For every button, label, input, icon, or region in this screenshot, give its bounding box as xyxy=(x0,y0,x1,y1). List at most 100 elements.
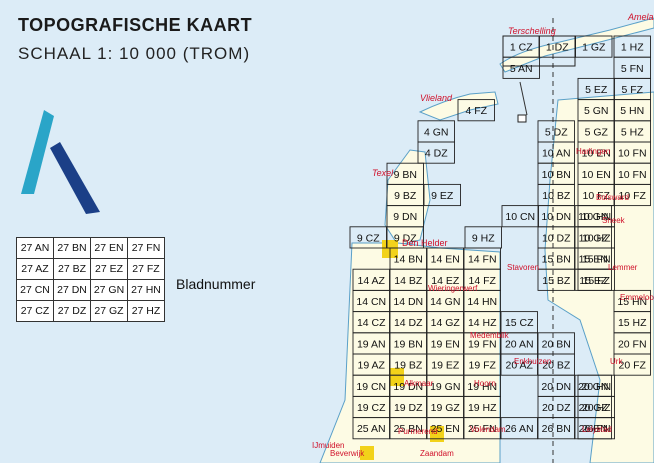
map-tile[interactable] xyxy=(500,417,538,440)
map-tile-label: 25 AN xyxy=(357,423,386,435)
map-tile-label: 20 AN xyxy=(505,338,534,350)
place-label: Wieringerwerf xyxy=(428,284,478,293)
map-tile[interactable] xyxy=(417,141,455,164)
place-label: Bolsward xyxy=(596,193,629,202)
map-tile-label: 19 CZ xyxy=(357,402,386,414)
place-label: Lelystad xyxy=(582,425,612,434)
map-tile[interactable] xyxy=(389,417,427,440)
map-tile-label: 19 HZ xyxy=(468,402,497,414)
legend-cell: 27 EZ xyxy=(90,258,128,280)
map-tile-label: 9 DN xyxy=(393,211,417,223)
small-island-marker xyxy=(517,114,527,123)
map-tile-label: 14 FZ xyxy=(469,275,497,287)
map-tile[interactable] xyxy=(537,268,575,291)
map-tile-label: 20 GZ xyxy=(579,402,609,414)
map-tile-label: 20 FN xyxy=(618,338,647,350)
map-tile-label: 20 BN xyxy=(542,338,571,350)
legend-cell: 27 EN xyxy=(90,237,128,259)
place-label: Lemmer xyxy=(608,263,638,272)
map-tile[interactable] xyxy=(575,35,613,58)
map-tile[interactable] xyxy=(457,99,495,122)
place-label: Harlingen xyxy=(576,147,610,156)
map-tile-label: 5 AN xyxy=(510,63,533,75)
map-tile-label: 14 BZ xyxy=(394,275,423,287)
logo-teal-stroke xyxy=(21,110,54,194)
place-label: Urk xyxy=(610,357,623,366)
map-tile-label: 10 EN xyxy=(582,148,611,160)
map-tile-label: 25 EN xyxy=(431,423,460,435)
map-tile-label: 5 HN xyxy=(620,105,644,117)
map-tile-label: 10 GZ xyxy=(579,232,609,244)
map-tile-label: 19 AN xyxy=(357,338,386,350)
map-tile-label: 5 EZ xyxy=(585,84,608,96)
logo-blue-stroke xyxy=(50,142,100,214)
place-names: Terschelling Ameland Vlieland Texel Den … xyxy=(312,12,654,458)
legend-cell: 27 CN xyxy=(16,279,54,301)
map-tile-label: 20 DZ xyxy=(542,402,571,414)
map-tile-label: 5 GZ xyxy=(585,126,609,138)
map-tile-label: 9 EZ xyxy=(431,190,454,202)
map-tile-label: 9 HZ xyxy=(472,232,495,244)
map-tile-label: 10 EN xyxy=(582,169,611,181)
map-tile-label: 14 CN xyxy=(356,296,386,308)
place-label: Beverwijk xyxy=(330,449,365,458)
map-tile[interactable] xyxy=(613,183,651,207)
place-label: Terschelling xyxy=(508,26,556,36)
map-tile[interactable] xyxy=(349,226,387,249)
map-tile-label: 19 CN xyxy=(356,381,386,393)
map-tile[interactable] xyxy=(537,417,575,440)
legend-cell: 27 AZ xyxy=(16,258,54,280)
map-tile[interactable] xyxy=(426,417,464,440)
map-tile-label: 26 EN xyxy=(579,423,608,435)
map-tile-label: 1 HZ xyxy=(621,42,644,54)
map-tile-label: 20 HN xyxy=(581,381,611,393)
map-tile-label: 20 BZ xyxy=(542,360,571,372)
map-tile-label: 19 DZ xyxy=(394,402,423,414)
map-tile-label: 1 DZ xyxy=(546,42,569,54)
map-tile[interactable] xyxy=(577,417,615,440)
map-tile-label: 19 GN xyxy=(430,381,460,393)
map-tile-label: 19 GZ xyxy=(431,402,461,414)
place-label: Den Helder xyxy=(402,238,448,248)
map-tile-label: 10 FN xyxy=(618,169,647,181)
map-tile[interactable] xyxy=(463,417,501,440)
place-label: Ameland xyxy=(627,12,654,22)
map-tile-label: 10 BZ xyxy=(542,190,571,202)
map-tile-label: 14 GZ xyxy=(431,317,461,329)
map-tile[interactable] xyxy=(501,205,539,228)
map-tile-label: 4 GN xyxy=(424,126,449,138)
map-tile-label: 15 EZ xyxy=(579,275,608,287)
place-label: Enkhuizen xyxy=(514,357,551,366)
place-label: Sneek xyxy=(602,216,626,225)
map-tile-label: 15 FZ xyxy=(583,275,611,287)
map-tile-label: 19 EZ xyxy=(431,360,460,372)
place-label: Alkmaar xyxy=(404,379,434,388)
legend-cell: 27 DZ xyxy=(53,300,91,322)
legend-cell: 27 AN xyxy=(16,237,54,259)
place-label: Purmerend xyxy=(398,427,438,436)
map-tile[interactable] xyxy=(613,353,651,376)
place-label: Volendam xyxy=(470,425,506,434)
map-tile[interactable] xyxy=(577,268,615,291)
map-tile-label: 14 HN xyxy=(467,296,497,308)
map-tile-label: 10 BN xyxy=(542,169,571,181)
map-tile-label: 15 HZ xyxy=(618,317,647,329)
map-tile[interactable] xyxy=(502,56,540,79)
map-tile-label: 14 CZ xyxy=(357,317,386,329)
map-tile-label: 14 DZ xyxy=(394,317,423,329)
map-tile[interactable] xyxy=(500,353,538,376)
map-tile[interactable] xyxy=(352,417,390,440)
map-tile[interactable] xyxy=(423,183,461,207)
legend-label: Bladnummer xyxy=(176,276,256,292)
map-tile-label: 19 EN xyxy=(431,338,460,350)
map-tile-label: 14 FN xyxy=(468,254,497,266)
map-tile-label: 10 FZ xyxy=(619,190,647,202)
map-tile-label: 15 EN xyxy=(579,254,608,266)
map-tile-label: 14 EZ xyxy=(431,275,460,287)
